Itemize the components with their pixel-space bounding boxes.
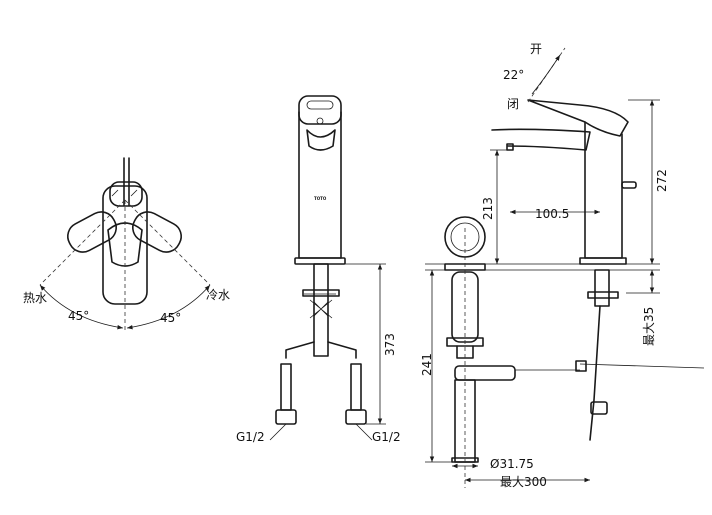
dim-100-5-label: 100.5 bbox=[535, 207, 569, 221]
front-view: TOTO 373 G1/2 G1/2 bbox=[236, 95, 401, 444]
side-view: 开 22° 闭 272 213 bbox=[420, 42, 705, 489]
hatch-mark bbox=[130, 189, 138, 197]
side-aerator bbox=[506, 143, 514, 151]
left-hose bbox=[280, 363, 292, 411]
right-thread-leader bbox=[355, 423, 373, 441]
cold-axis bbox=[124, 199, 211, 286]
close-label: 闭 bbox=[507, 97, 519, 111]
hot-handle-lobe bbox=[67, 211, 117, 253]
hot-water-label: 热水 bbox=[23, 291, 47, 305]
top-cap bbox=[109, 181, 143, 207]
right-hose bbox=[350, 363, 362, 411]
front-indicator bbox=[316, 117, 324, 125]
side-spout bbox=[491, 128, 591, 151]
right-thread-label: G1/2 bbox=[372, 430, 401, 444]
front-shank bbox=[313, 263, 329, 357]
front-handle-slot bbox=[306, 100, 334, 110]
brand-logo: TOTO bbox=[314, 196, 327, 201]
diameter-label: Ø31.75 bbox=[490, 457, 534, 471]
side-nut bbox=[587, 291, 619, 299]
left-thread-label: G1/2 bbox=[236, 430, 265, 444]
side-shank bbox=[594, 269, 610, 307]
hot-axis bbox=[39, 199, 126, 286]
dim-35-label: 最大35 bbox=[642, 307, 656, 346]
side-body bbox=[584, 121, 623, 259]
hatch-mark bbox=[111, 189, 119, 197]
left-hose-bend bbox=[285, 341, 315, 359]
front-handle bbox=[298, 95, 342, 125]
front-base bbox=[294, 257, 346, 265]
cold-handle-lobe bbox=[132, 211, 182, 253]
angle-22: 22° bbox=[503, 68, 524, 82]
hot-angle-label: 45° bbox=[68, 309, 89, 323]
dim-272-label: 272 bbox=[655, 169, 669, 192]
lever-grip bbox=[107, 222, 143, 267]
side-connector bbox=[590, 401, 608, 415]
drain-tee bbox=[454, 365, 516, 381]
front-spout-outlet bbox=[306, 129, 336, 151]
top-view: 热水 冷水 45° 45° bbox=[23, 157, 230, 330]
side-hose bbox=[589, 305, 601, 441]
right-hose-bend bbox=[327, 341, 357, 359]
dim-213-label: 213 bbox=[481, 197, 495, 220]
cold-angle-arc bbox=[126, 284, 211, 330]
front-braid bbox=[309, 299, 333, 319]
cold-water-label: 冷水 bbox=[206, 288, 230, 302]
open-axis bbox=[527, 47, 566, 103]
side-lever bbox=[527, 99, 629, 137]
pull-rod bbox=[579, 363, 705, 369]
lever-outline bbox=[102, 185, 148, 305]
side-base bbox=[579, 257, 627, 265]
lever-arc bbox=[531, 54, 561, 95]
dim-241-label: 241 bbox=[420, 353, 434, 376]
front-nut-body bbox=[302, 289, 340, 297]
dim-300-label: 最大300 bbox=[500, 475, 547, 489]
open-label: 开 bbox=[530, 42, 542, 56]
hot-angle-arc bbox=[39, 284, 124, 330]
right-connector bbox=[345, 409, 367, 425]
left-thread-leader bbox=[269, 423, 287, 441]
drain-rod-knob bbox=[621, 181, 637, 189]
pull-rod-clamp bbox=[575, 360, 587, 372]
cold-angle-label: 45° bbox=[160, 311, 181, 325]
drain-nut bbox=[446, 337, 484, 347]
dim-373-label: 373 bbox=[383, 333, 397, 356]
left-connector bbox=[275, 409, 297, 425]
